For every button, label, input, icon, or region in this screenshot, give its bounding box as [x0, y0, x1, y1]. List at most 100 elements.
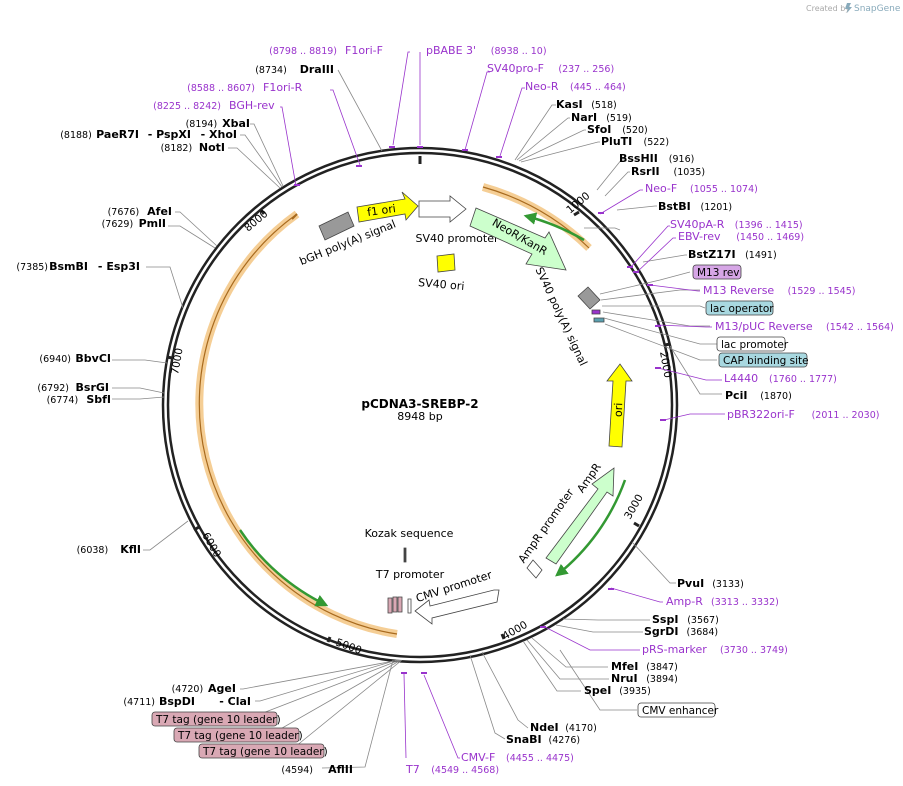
primer-name: M13 Reverse [703, 284, 774, 297]
scale-label-3000: 3000 [622, 492, 646, 521]
primer-name: SV40pA-R [670, 218, 725, 231]
site-sspi[interactable]: SspI(3567) [652, 613, 719, 626]
primer-position: (1396 .. 1415) [735, 220, 803, 231]
site-afei[interactable]: AfeI(7676) [108, 205, 172, 218]
primer-ebv-rev[interactable]: EBV-rev(1450 .. 1469) [678, 230, 804, 243]
site-name: XbaI [222, 117, 250, 130]
primer-name: pBABE 3' [426, 44, 476, 57]
site-name: SnaBI [506, 733, 542, 746]
leader-draiii [337, 69, 383, 152]
primer-bgh-rev[interactable]: (8225 .. 8242)BGH-rev [153, 99, 275, 112]
leader-sfoi [518, 129, 586, 162]
leader-kfli [143, 520, 189, 551]
site-position: (1201) [701, 202, 733, 213]
primer-neo-r[interactable]: Neo-R(445 .. 464) [525, 80, 626, 93]
primer-f1ori-f[interactable]: (8798 .. 8819)F1ori-F [269, 44, 383, 57]
site-sgrdi[interactable]: SgrDI(3684) [644, 625, 718, 638]
leader-bspdi [255, 659, 398, 702]
badge-box [718, 352, 808, 368]
site-pvui[interactable]: PvuI(3133) [677, 577, 744, 590]
primer-position: (445 .. 464) [570, 82, 626, 93]
site-esp3i[interactable]: - Esp3I [98, 260, 140, 273]
primer-m13-puc-reverse[interactable]: M13/pUC Reverse(1542 .. 1564) [715, 320, 894, 333]
site-nrui[interactable]: NruI(3894) [611, 672, 678, 685]
leader-afei [175, 211, 218, 247]
badge-box [173, 727, 300, 743]
site-xhoi[interactable]: - XhoI [201, 128, 237, 141]
feature-sv40-ori [436, 253, 456, 273]
site-sbfi[interactable]: SbfI(6774) [47, 393, 111, 406]
site-nari[interactable]: NarI(519) [571, 111, 632, 124]
site-snabi[interactable]: SnaBI(4276) [506, 733, 580, 746]
primer-amp-r[interactable]: Amp-R(3313 .. 3332) [666, 595, 779, 608]
feature-badge-m13-rev[interactable]: M13 rev [692, 264, 742, 280]
primer-sv40pro-f[interactable]: SV40pro-F(237 .. 256) [487, 62, 614, 75]
site-agei[interactable]: AgeI(4720) [172, 682, 236, 695]
primer-sv40pa-r[interactable]: SV40pA-R (1396 .. 1415) [670, 218, 803, 231]
site-position: (8194) [186, 119, 218, 130]
primer-pbr322ori-f[interactable]: pBR322ori-F(2011 .. 2030) [727, 408, 879, 421]
site-bsmbi[interactable]: BsmBI(7385) [16, 260, 88, 273]
feature-badge-lac-operator[interactable]: lac operator [705, 300, 774, 316]
feature-badge-t7-tag-3[interactable]: T7 tag (gene 10 leader) [198, 743, 328, 759]
site-bspdi[interactable]: BspDI(4711) [123, 695, 195, 708]
site-bsshii[interactable]: BssHII(916) [619, 152, 694, 165]
site-pluti[interactable]: PluTI(522) [601, 135, 669, 148]
site-position: (8734) [255, 65, 287, 76]
feature-badge-t7-tag-2[interactable]: T7 tag (gene 10 leader) [173, 727, 303, 743]
feature-badge-cap-binding-site[interactable]: CAP binding site [718, 352, 809, 368]
feature-ampr-promoter [526, 559, 543, 579]
badge-box [692, 264, 742, 280]
feature-badge-cmv-enhancer[interactable]: CMV enhancer [637, 702, 719, 718]
primer-cmv-f[interactable]: CMV-F(4455 .. 4475) [461, 751, 574, 764]
feature-badge-lac-promoter[interactable]: lac promoter [716, 336, 789, 352]
site-bsrgi[interactable]: BsrGI(6792) [37, 381, 109, 394]
badge-label: T7 tag (gene 10 leader) [155, 714, 281, 726]
site-bbvci[interactable]: BbvCI(6940) [39, 352, 111, 365]
site-name: AfeI [147, 205, 172, 218]
site-spei[interactable]: SpeI(3935) [584, 684, 651, 697]
site-pspxi[interactable]: - PspXI [148, 128, 191, 141]
site-kasi[interactable]: KasI(518) [556, 98, 617, 111]
site-name: KasI [556, 98, 583, 111]
scale-tick-8000 [259, 209, 266, 215]
site-draiii[interactable]: DraIII(8734) [255, 63, 334, 76]
snapgene-name: SnapGene [854, 4, 901, 14]
primer-neo-f[interactable]: Neo-F(1055 .. 1074) [645, 182, 758, 195]
primer-f1ori-r[interactable]: (8588 .. 8607)F1ori-R [187, 81, 302, 94]
primer-m13-reverse[interactable]: M13 Reverse(1529 .. 1545) [703, 284, 855, 297]
site-ndei[interactable]: NdeI(4170) [530, 721, 597, 734]
site-name: BbvCI [75, 352, 111, 365]
site-sfoi[interactable]: SfoI(520) [587, 123, 648, 136]
leader-mfei [531, 637, 608, 668]
primer-prs-marker[interactable]: pRS-marker(3730 .. 3749) [642, 643, 788, 656]
primer-name: CMV-F [461, 751, 495, 764]
site-clai[interactable]: - ClaI [219, 695, 251, 708]
primer-leader-f1ori-r [330, 89, 361, 166]
site-bstz17i[interactable]: BstZ17I(1491) [688, 248, 777, 261]
leader-bbvci [112, 359, 168, 364]
site-bstbi[interactable]: BstBI(1201) [658, 200, 732, 213]
site-rsrii[interactable]: RsrII(1035) [631, 165, 705, 178]
site-aflii[interactable]: AflII(4594) [281, 763, 353, 776]
badge-box [716, 336, 786, 352]
badge-box [198, 743, 325, 759]
feature-kozak [403, 547, 407, 563]
site-pmli[interactable]: PmlI(7629) [102, 217, 166, 230]
leader-pvui [631, 541, 676, 584]
site-xbai[interactable]: XbaI (8194) [186, 117, 250, 130]
site-paer7i[interactable]: PaeR7I(8188) [60, 128, 139, 141]
site-mfei[interactable]: MfeI(3847) [611, 660, 678, 673]
primer-l4440[interactable]: L4440(1760 .. 1777) [724, 372, 837, 385]
site-name: AgeI [208, 682, 236, 695]
primer-leader-sv40pa-r [629, 225, 670, 269]
site-kfli[interactable]: KflI(6038) [77, 543, 141, 556]
site-noti[interactable]: NotI(8182) [161, 141, 225, 154]
site-pcii[interactable]: PciI(1870) [725, 389, 792, 402]
feature-badge-t7-tag-1[interactable]: T7 tag (gene 10 leader) [151, 711, 281, 727]
site-position: (4170) [565, 723, 597, 734]
primer-leader-sv40pro-f [464, 71, 490, 151]
primer-pbabe-3[interactable]: pBABE 3'(8938 .. 10) [426, 44, 547, 57]
feature-t7-tag-1 [387, 597, 393, 614]
primer-t7[interactable]: T7(4549 .. 4568) [405, 763, 499, 776]
